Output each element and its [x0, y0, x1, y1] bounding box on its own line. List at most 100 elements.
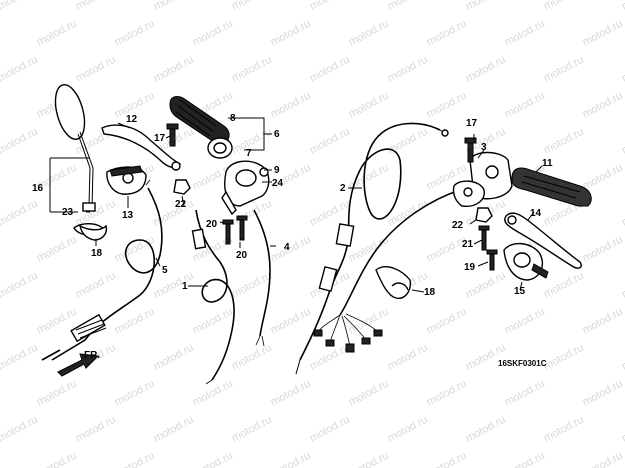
watermark-text: motod.ru	[74, 54, 118, 85]
watermark-text: motod.ru	[152, 54, 196, 85]
watermark-text: motod.ru	[347, 90, 391, 121]
callout-18-left: 18	[91, 248, 103, 259]
watermark-text: motod.ru	[464, 342, 508, 373]
watermark-text: motod.ru	[152, 414, 196, 445]
callout-5: 5	[162, 265, 168, 276]
watermark-text: motod.ru	[74, 414, 118, 445]
watermark-text: motod.ru	[581, 90, 625, 121]
watermark-text: motod.ru	[620, 198, 625, 229]
watermark-text: motod.ru	[581, 450, 625, 468]
watermark-text: motod.ru	[308, 198, 352, 229]
callout-15: 15	[514, 286, 526, 297]
watermark-text: motod.ru	[347, 18, 391, 49]
throttle-grip	[169, 96, 233, 159]
watermark-text: motod.ru	[347, 306, 391, 337]
watermark-text: motod.ru	[0, 270, 40, 301]
watermark-text: motod.ru	[620, 54, 625, 85]
drawing-code: 16SKF0301C	[498, 359, 547, 368]
watermark-text: motod.ru	[191, 18, 235, 49]
watermark-text: motod.ru	[35, 450, 79, 468]
watermark-text: motod.ru	[0, 414, 40, 445]
nut-22-right	[475, 207, 493, 223]
watermark-text: motod.ru	[425, 450, 469, 468]
callout-labels: 1 2 3 4 5 6 7 8 9 11 12 13 14 15 16 17 1…	[32, 113, 553, 368]
watermark-text: motod.ru	[386, 414, 430, 445]
throttle-cable-4	[253, 209, 271, 347]
watermark-text: motod.ru	[464, 270, 508, 301]
callout-9: 9	[274, 165, 280, 176]
watermark-text: motod.ru	[620, 0, 625, 13]
callout-23: 23	[62, 207, 74, 218]
watermark-text: motod.ru	[230, 414, 274, 445]
watermark-text: motod.ru	[542, 414, 586, 445]
watermark-text: motod.ru	[386, 54, 430, 85]
watermark-text: motod.ru	[0, 198, 40, 229]
long-cable-2	[295, 122, 449, 375]
watermark-text: motod.ru	[0, 90, 1, 121]
brake-lever	[504, 212, 582, 269]
watermark-text: motod.ru	[542, 270, 586, 301]
clutch-lever	[101, 124, 182, 171]
watermark-text: motod.ru	[464, 414, 508, 445]
watermark-text: motod.ru	[503, 90, 547, 121]
watermark-text: motod.ru	[269, 450, 313, 468]
callout-21: 21	[462, 239, 474, 250]
watermark-text: motod.ru	[113, 378, 157, 409]
watermark-text: motod.ru	[35, 18, 79, 49]
watermark-text: motod.ru	[269, 234, 313, 265]
cable-clamp-right	[375, 266, 411, 299]
watermark-text: motod.ru	[152, 0, 196, 13]
cable-clamp-left	[78, 224, 108, 241]
watermark-text: motod.ru	[542, 342, 586, 373]
watermark-text: motod.ru	[0, 378, 1, 409]
callout-7: 7	[246, 148, 252, 159]
watermark-text: motod.ru	[620, 126, 625, 157]
watermark-text: motod.ru	[581, 162, 625, 193]
watermark-text: motod.ru	[542, 126, 586, 157]
watermark-text: motod.ru	[620, 342, 625, 373]
watermark-text: motod.ru	[35, 234, 79, 265]
watermark-text: motod.ru	[308, 54, 352, 85]
watermark-text: motod.ru	[230, 54, 274, 85]
callout-20-left: 20	[206, 219, 218, 230]
watermark-text: motod.ru	[269, 18, 313, 49]
throttle-cable-1	[191, 209, 235, 385]
callout-1: 1	[182, 281, 188, 292]
watermark-text: motod.ru	[425, 378, 469, 409]
callout-20-right: 20	[236, 250, 248, 261]
watermark-text: motod.ru	[230, 126, 274, 157]
callout-22-right: 22	[452, 220, 464, 231]
callout-14: 14	[530, 208, 542, 219]
callout-19: 19	[464, 262, 476, 273]
watermark-text: motod.ru	[152, 342, 196, 373]
watermark-text: motod.ru	[542, 54, 586, 85]
watermark-text: motod.ru	[308, 414, 352, 445]
bolt-17-right	[464, 137, 477, 163]
watermark-text: motod.ru	[191, 378, 235, 409]
callout-8: 8	[230, 113, 236, 124]
watermark-text: motod.ru	[386, 0, 430, 13]
watermark-text: motod.ru	[269, 90, 313, 121]
right-grip	[511, 167, 592, 207]
watermark-text: motod.ru	[464, 54, 508, 85]
watermark-text: motod.ru	[308, 126, 352, 157]
watermark-text: motod.ru	[0, 126, 40, 157]
watermark-text: motod.ru	[191, 450, 235, 468]
watermark-text: motod.ru	[230, 342, 274, 373]
watermark-text: motod.ru	[503, 450, 547, 468]
watermark-text: motod.ru	[0, 0, 40, 13]
clutch-cable	[41, 179, 163, 361]
watermark-text: motod.ru	[503, 18, 547, 49]
screws-19-21	[478, 225, 498, 271]
callout-17-right: 17	[466, 118, 478, 129]
watermark-text: motod.ru	[0, 18, 1, 49]
clutch-bracket	[106, 165, 147, 195]
watermark-text: motod.ru	[503, 378, 547, 409]
watermark-text: motod.ru	[542, 0, 586, 13]
callout-24: 24	[272, 178, 284, 189]
watermark-text: motod.ru	[620, 414, 625, 445]
watermark-text: motod.ru	[503, 306, 547, 337]
callout-4: 4	[284, 242, 290, 253]
watermark-text: motod.ru	[0, 306, 1, 337]
